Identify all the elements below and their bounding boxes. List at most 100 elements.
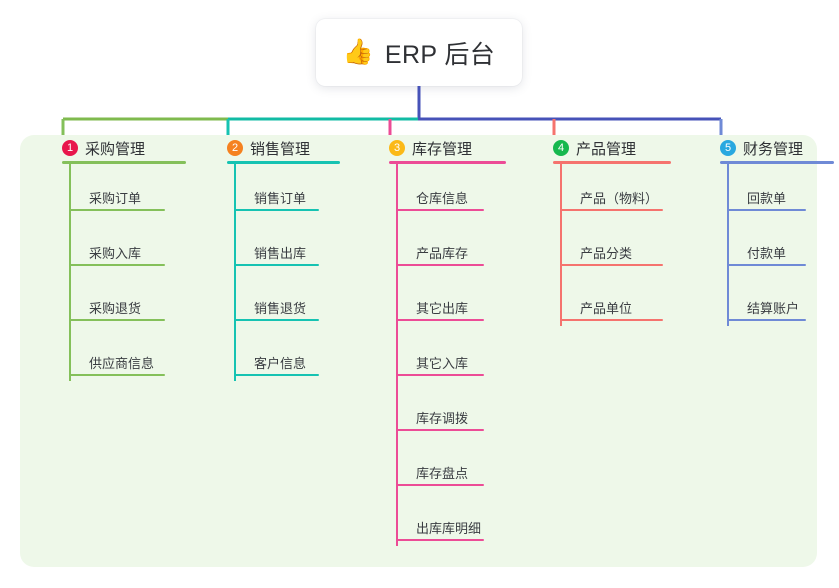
branch-item-rule [396, 539, 484, 541]
branch-item[interactable]: 其它出库 [396, 271, 484, 326]
branch-items: 采购订单采购入库采购退货供应商信息 [69, 161, 165, 381]
branch-column-3: 3 库存管理仓库信息产品库存其它出库其它入库库存调拨库存盘点出库库明细 [371, 135, 506, 546]
branch-item-label: 结算账户 [747, 301, 800, 316]
branch-item-rule [396, 484, 484, 486]
branch-item[interactable]: 结算账户 [727, 271, 806, 326]
branch-item-label: 出库库明细 [416, 521, 482, 536]
branch-column-4: 4 产品管理产品（物料） 产品分类产品单位 [535, 135, 671, 326]
branch-header-label: 采购管理 [85, 140, 146, 158]
branch-header-5[interactable]: 5 财务管理 [702, 135, 834, 164]
branch-spine [234, 161, 236, 381]
branch-header-3[interactable]: 3 库存管理 [371, 135, 506, 164]
branch-item-rule [560, 209, 663, 211]
branch-item-rule [396, 429, 484, 431]
branch-spine [727, 161, 729, 326]
branch-item[interactable]: 采购订单 [69, 161, 165, 216]
root-node-erp-backend[interactable]: 👍 ERP 后台 [316, 19, 522, 86]
root-node-content: 👍 ERP 后台 [343, 35, 495, 71]
branch-item-rule [69, 264, 165, 266]
branch-items: 回款单付款单结算账户 [727, 161, 806, 326]
branch-item-rule [234, 319, 319, 321]
branch-item-rule [727, 209, 806, 211]
branch-item[interactable]: 仓库信息 [396, 161, 484, 216]
branch-item[interactable]: 产品（物料） [560, 161, 663, 216]
branch-item-label: 其它出库 [416, 301, 469, 316]
branch-header-rule [720, 161, 834, 164]
branch-item[interactable]: 采购退货 [69, 271, 165, 326]
branch-item-rule [560, 264, 663, 266]
branch-number-badge: 2 [227, 140, 243, 156]
branch-number-badge: 4 [553, 140, 569, 156]
branch-item-label: 采购入库 [89, 246, 142, 261]
branch-item-label: 销售订单 [254, 191, 307, 206]
branch-item[interactable]: 产品分类 [560, 216, 663, 271]
branch-item[interactable]: 销售退货 [234, 271, 319, 326]
branch-panel: 1 采购管理采购订单采购入库采购退货供应商信息 2 销售管理销售订单销售出库销售退货客… [20, 135, 834, 567]
branch-item[interactable]: 付款单 [727, 216, 806, 271]
branch-header-rule [227, 161, 340, 164]
branch-item[interactable]: 库存盘点 [396, 436, 484, 491]
branch-header-1[interactable]: 1 采购管理 [44, 135, 186, 164]
branch-item-label: 产品单位 [580, 301, 633, 316]
branch-item-label: 销售出库 [254, 246, 307, 261]
branch-item-label: 其它入库 [416, 356, 469, 371]
branch-item-label: 回款单 [747, 191, 787, 206]
branch-number-badge: 5 [720, 140, 736, 156]
branch-item[interactable]: 销售出库 [234, 216, 319, 271]
branch-header-label: 财务管理 [743, 140, 804, 158]
branch-item-label: 客户信息 [254, 356, 307, 371]
branch-item[interactable]: 客户信息 [234, 326, 319, 381]
branch-items: 销售订单销售出库销售退货客户信息 [234, 161, 319, 381]
branch-header-rule [553, 161, 671, 164]
branch-item-rule [69, 374, 165, 376]
branch-item-rule [727, 319, 806, 321]
branch-header-rule [389, 161, 506, 164]
branch-spine [69, 161, 71, 381]
branch-item-label: 采购退货 [89, 301, 142, 316]
branch-header-label: 销售管理 [250, 140, 311, 158]
branch-item-label: 库存盘点 [416, 466, 469, 481]
root-node-title: ERP 后台 [384, 40, 496, 69]
branch-item[interactable]: 回款单 [727, 161, 806, 216]
branch-item-label: 产品分类 [580, 246, 633, 261]
branch-item-label: 供应商信息 [89, 356, 155, 371]
branch-item[interactable]: 库存调拨 [396, 381, 484, 436]
branch-items: 产品（物料） 产品分类产品单位 [560, 161, 663, 326]
branch-header-4[interactable]: 4 产品管理 [535, 135, 671, 164]
branch-item[interactable]: 产品库存 [396, 216, 484, 271]
branch-item[interactable]: 产品单位 [560, 271, 663, 326]
branch-item-label: 采购订单 [89, 191, 142, 206]
branch-item-rule [69, 319, 165, 321]
thumbs-up-icon: 👍 [342, 38, 374, 66]
branch-items: 仓库信息产品库存其它出库其它入库库存调拨库存盘点出库库明细 [396, 161, 484, 546]
branch-item-label: 销售退货 [254, 301, 307, 316]
branch-header-2[interactable]: 2 销售管理 [209, 135, 340, 164]
branch-column-1: 1 采购管理采购订单采购入库采购退货供应商信息 [44, 135, 186, 381]
branch-header-label: 产品管理 [576, 140, 637, 158]
branch-column-5: 5 财务管理回款单付款单结算账户 [702, 135, 834, 326]
branch-header-label: 库存管理 [412, 140, 473, 158]
branch-item-label: 库存调拨 [416, 411, 469, 426]
branch-number-badge: 1 [62, 140, 78, 156]
branch-number-badge: 3 [389, 140, 405, 156]
branch-item[interactable]: 采购入库 [69, 216, 165, 271]
branch-item-rule [69, 209, 165, 211]
branch-item-rule [727, 264, 806, 266]
branch-item[interactable]: 销售订单 [234, 161, 319, 216]
branch-item[interactable]: 出库库明细 [396, 491, 484, 546]
branch-item[interactable]: 供应商信息 [69, 326, 165, 381]
branch-spine [560, 161, 562, 326]
branch-item-rule [396, 319, 484, 321]
branch-item-rule [396, 209, 484, 211]
branch-item[interactable]: 其它入库 [396, 326, 484, 381]
branch-item-rule [560, 319, 663, 321]
branch-column-2: 2 销售管理销售订单销售出库销售退货客户信息 [209, 135, 340, 381]
branch-header-rule [62, 161, 186, 164]
branch-item-rule [234, 374, 319, 376]
branch-item-rule [234, 264, 319, 266]
branch-item-rule [396, 264, 484, 266]
branch-spine [396, 161, 398, 546]
branch-item-rule [396, 374, 484, 376]
branch-item-label: 付款单 [747, 246, 787, 261]
